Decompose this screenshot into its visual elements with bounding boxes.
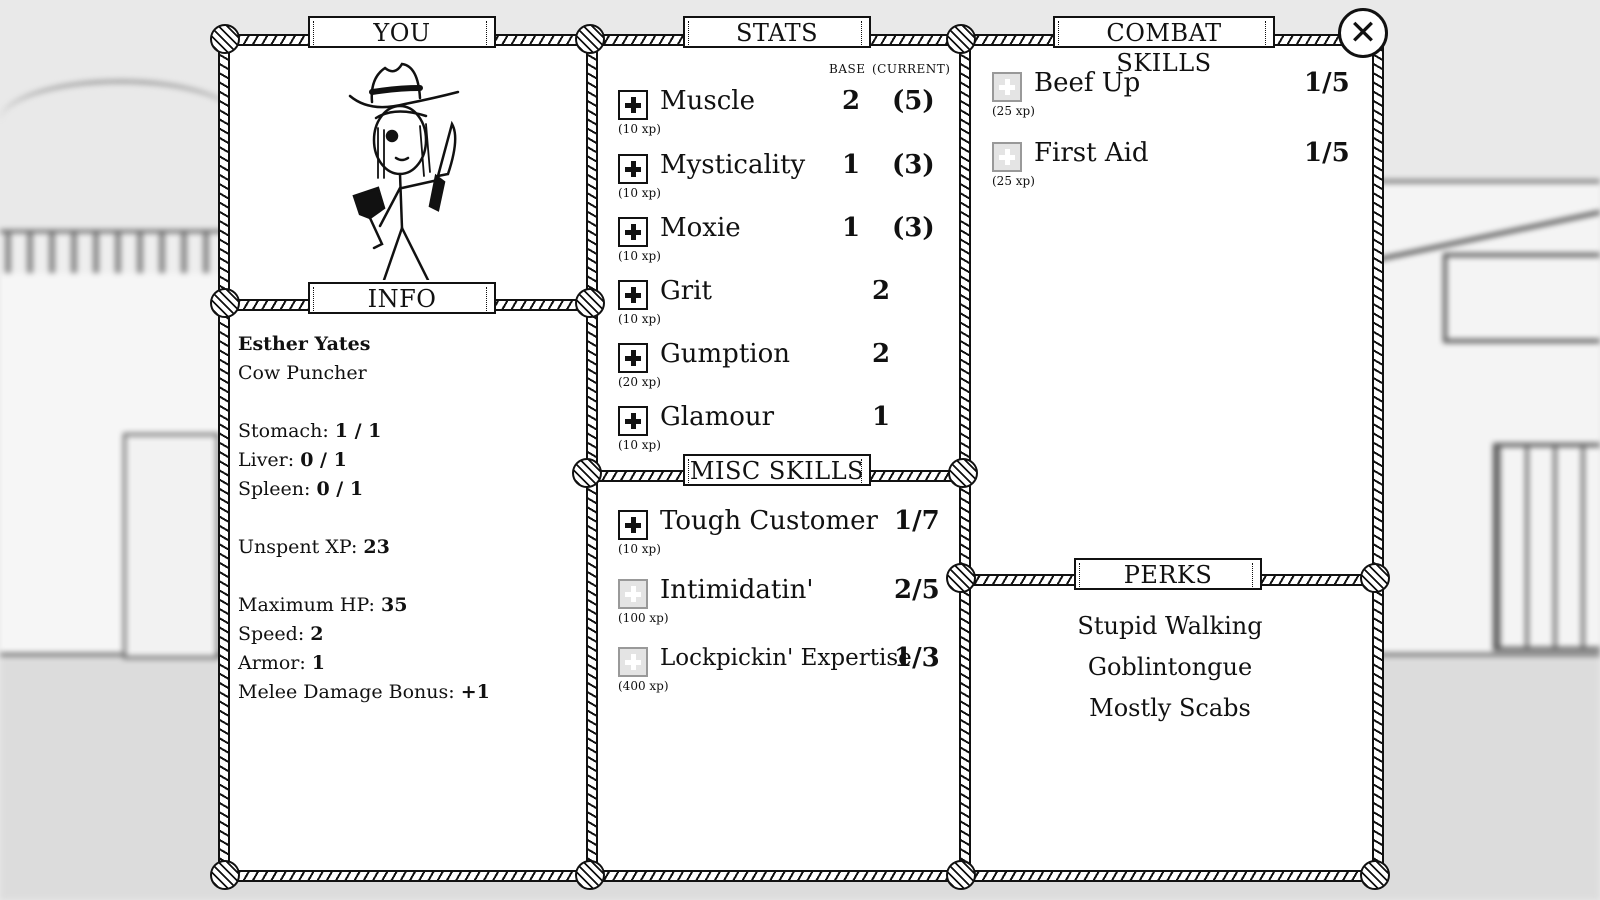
armor-row: Armor: 1: [238, 652, 326, 674]
rope-knot: [946, 563, 976, 593]
rope-knot: [575, 860, 605, 890]
right-building: [1343, 141, 1600, 656]
close-icon: ✕: [1348, 13, 1378, 53]
left-building-door: [123, 433, 219, 659]
character-portrait: [348, 62, 460, 280]
misc-skill-intimidatin: Intimidatin' (100 xp) 2/5: [618, 575, 940, 625]
rope-knot: [1360, 563, 1390, 593]
plus-icon-disabled: [618, 579, 648, 609]
plus-icon[interactable]: [618, 510, 648, 540]
stat-row-gumption: Gumption (20 xp) 2: [618, 339, 891, 389]
plus-icon-disabled: [992, 142, 1022, 172]
melee-bonus-value: +1: [460, 681, 490, 703]
liver-value: 0 / 1: [300, 449, 347, 471]
base-column-header: BASE: [829, 62, 866, 76]
right-building-window: [1493, 443, 1600, 651]
rope-knot: [210, 24, 240, 54]
rope-knot: [572, 458, 602, 488]
stomach-row: Stomach: 1 / 1: [238, 420, 382, 442]
melee-bonus-row: Melee Damage Bonus: +1: [238, 681, 490, 703]
stats-header: STATS: [683, 16, 871, 48]
character-name: Esther Yates: [238, 333, 371, 355]
armor-value: 1: [311, 652, 326, 674]
combat-skill-first-aid: First Aid (25 xp) 1/5: [992, 138, 1350, 188]
character-class: Cow Puncher: [238, 362, 367, 384]
max-hp-row: Maximum HP: 35: [238, 594, 408, 616]
you-header: YOU: [308, 16, 496, 48]
rope-knot: [1360, 860, 1390, 890]
rope-right: [1372, 38, 1384, 876]
left-building: [0, 230, 246, 659]
plus-icon[interactable]: [618, 217, 648, 247]
close-button[interactable]: ✕: [1338, 8, 1388, 58]
combat-skill-beef-up: Beef Up (25 xp) 1/5: [992, 68, 1350, 118]
info-section: Esther Yates Cow Puncher Stomach: 1 / 1 …: [238, 330, 490, 707]
plus-icon-disabled: [618, 647, 648, 677]
stat-row-grit: Grit (10 xp) 2: [618, 276, 891, 326]
combat-skills-header: COMBAT SKILLS: [1053, 16, 1275, 77]
rope-left: [218, 38, 230, 876]
misc-skills-header: MISC SKILLS: [683, 454, 871, 486]
perk-item: Mostly Scabs: [1089, 694, 1251, 722]
spleen-value: 0 / 1: [316, 478, 364, 500]
stat-row-moxie: Moxie (10 xp) 1 (3): [618, 213, 935, 263]
unspent-xp-row: Unspent XP: 23: [238, 536, 390, 558]
rope-knot: [946, 24, 976, 54]
speed-row: Speed: 2: [238, 623, 324, 645]
info-header: INFO: [308, 282, 496, 314]
rope-knot: [575, 288, 605, 318]
rope-knot: [210, 288, 240, 318]
plus-icon-disabled: [992, 72, 1022, 102]
rope-knot: [575, 24, 605, 54]
stat-row-mysticality: Mysticality (10 xp) 1 (3): [618, 150, 935, 200]
stat-row-glamour: Glamour (10 xp) 1: [618, 402, 891, 452]
rope-knot: [210, 860, 240, 890]
rope-divider-1: [586, 38, 598, 876]
rope-knot: [946, 860, 976, 890]
spleen-row: Spleen: 0 / 1: [238, 478, 364, 500]
plus-icon[interactable]: [618, 154, 648, 184]
misc-skill-tough-customer: Tough Customer (10 xp) 1/7: [618, 506, 940, 556]
plus-icon[interactable]: [618, 280, 648, 310]
perk-item: Goblintongue: [1087, 653, 1253, 681]
liver-row: Liver: 0 / 1: [238, 449, 347, 471]
max-hp-value: 35: [381, 594, 408, 616]
perks-header: PERKS: [1074, 558, 1262, 590]
stat-row-muscle: Muscle (10 xp) 2 (5): [618, 86, 935, 136]
rope-divider-2: [959, 38, 971, 876]
left-building-roof: [0, 233, 243, 273]
unspent-xp-value: 23: [363, 536, 390, 558]
speed-value: 2: [310, 623, 324, 645]
misc-skill-lockpickin-expertise: Lockpickin' Expertise (400 xp) 1/3: [618, 643, 940, 693]
perks-list: Stupid Walking Goblintongue Mostly Scabs: [970, 606, 1370, 729]
cloud: [0, 80, 240, 163]
current-column-header: (CURRENT): [872, 62, 951, 76]
stomach-value: 1 / 1: [334, 420, 382, 442]
perk-item: Stupid Walking: [1077, 612, 1263, 640]
right-building-sign: [1443, 253, 1600, 343]
plus-icon[interactable]: [618, 343, 648, 373]
rope-bottom: [222, 870, 1372, 882]
plus-icon[interactable]: [618, 406, 648, 436]
plus-icon[interactable]: [618, 90, 648, 120]
rope-knot: [948, 458, 978, 488]
